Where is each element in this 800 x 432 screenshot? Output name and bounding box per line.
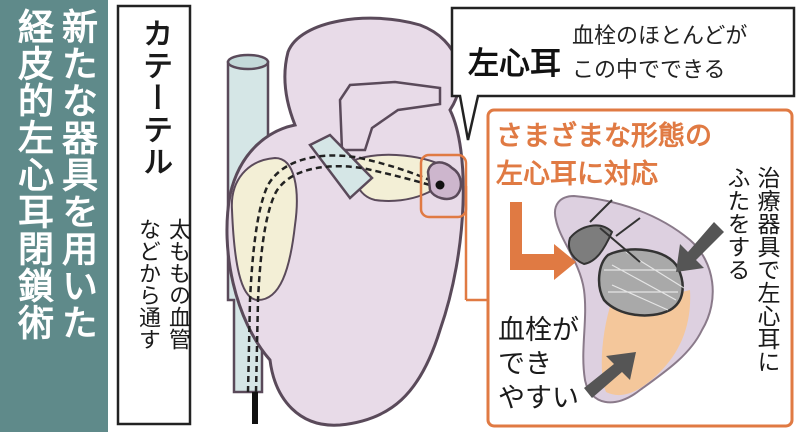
device-cap (568, 224, 614, 266)
catheter-path-2 (254, 165, 441, 393)
title-banner: 新たな器具を用いた 経皮的左心耳閉鎖術 (0, 0, 108, 432)
clot-arrow (584, 352, 636, 398)
title-line-1: 新たな器具を用いた (56, 8, 97, 341)
catheter-note-line-2: などから通す (135, 218, 160, 350)
laa-callout-box (450, 6, 796, 141)
catheter-path (246, 154, 441, 393)
catheter-note-line-1: 太ももの血管 (165, 218, 190, 350)
aorta (338, 80, 442, 152)
device-point (435, 180, 445, 190)
orange-arrow (510, 202, 576, 280)
clot-label: 血栓が でき やすい (498, 314, 594, 416)
laa-callout-desc-line-2: この中でできる (572, 58, 726, 83)
catheter-end (252, 392, 258, 424)
left-atrial-appendage (426, 161, 463, 201)
clot-label-line-2: でき (498, 349, 552, 380)
device-mesh (604, 251, 685, 311)
vena-cava-top (226, 53, 270, 71)
device-lines (589, 199, 641, 263)
laa-callout-desc: 血栓のほとんどが この中でできる (572, 20, 787, 88)
device-label-line-2: ふたをする (723, 166, 749, 281)
heart-body (225, 16, 465, 427)
title-line-2: 経皮的左心耳閉鎖術 (12, 8, 53, 341)
laa-callout-desc-line-1: 血栓のほとんどが (572, 24, 748, 49)
catheter-label-box (116, 4, 192, 426)
inset-heading: さまざまな形態の 左心耳に対応 (496, 118, 786, 194)
closure-device (597, 248, 684, 317)
inset-heading-line-2: 左心耳に対応 (496, 159, 658, 190)
laa-callout-title: 左心耳 (468, 46, 561, 82)
clot-label-line-1: 血栓が (498, 315, 579, 346)
device-label-line-1: 治療器具で左心耳に (753, 166, 779, 373)
device-arrow (676, 222, 724, 272)
inset-heading-line-1: さまざまな形態の (496, 121, 712, 152)
clot-label-line-3: やすい (498, 383, 579, 414)
catheter-label: カテーテル (137, 18, 172, 178)
